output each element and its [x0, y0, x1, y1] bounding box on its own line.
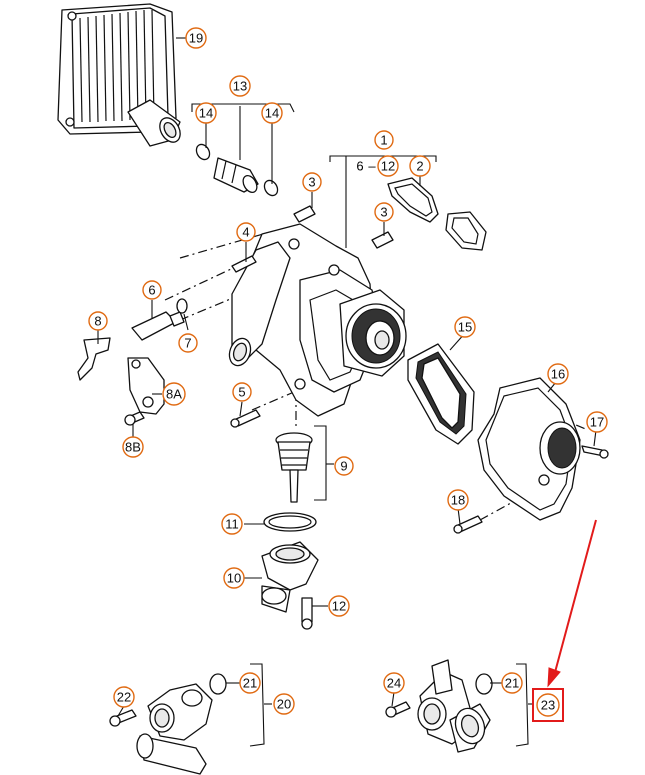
svg-text:19: 19: [189, 31, 203, 46]
temperature-sender: [131, 298, 188, 341]
svg-text:1: 1: [380, 133, 387, 148]
svg-text:20: 20: [277, 697, 291, 712]
svg-text:8A: 8A: [166, 387, 182, 402]
callout-7[interactable]: 7: [178, 333, 198, 353]
callout-14b[interactable]: 14: [261, 102, 283, 124]
coolant-connector-tube: [195, 143, 279, 197]
bolts: [124, 255, 609, 630]
toothed-belt: [407, 343, 475, 445]
highlight-box-23: [532, 688, 564, 722]
callout-3b[interactable]: 3: [374, 202, 394, 222]
callout-15[interactable]: 15: [454, 316, 476, 338]
svg-text:4: 4: [242, 225, 249, 240]
svg-text:14: 14: [265, 106, 279, 121]
callout-21b[interactable]: 21: [501, 672, 523, 694]
callout-20[interactable]: 20: [273, 693, 295, 715]
callout-8b[interactable]: 8B: [122, 436, 144, 458]
gasket-set: [387, 177, 487, 251]
callout-16[interactable]: 16: [547, 363, 569, 385]
callout-11[interactable]: 11: [221, 513, 243, 535]
svg-text:7: 7: [184, 336, 191, 351]
svg-text:12: 12: [332, 599, 346, 614]
svg-text:22: 22: [117, 690, 131, 705]
callout-3a[interactable]: 3: [302, 172, 322, 192]
callout-4[interactable]: 4: [236, 222, 256, 242]
callout-19[interactable]: 19: [185, 27, 207, 49]
studs: [293, 205, 394, 249]
svg-text:11: 11: [225, 517, 239, 532]
callout-12-range[interactable]: 12: [377, 155, 399, 177]
timing-belt-cover: [477, 377, 581, 521]
callout-17[interactable]: 17: [586, 411, 608, 433]
retaining-clip: [77, 337, 111, 381]
sender-bracket: [127, 357, 165, 415]
highlight-annotation: [532, 519, 597, 722]
callout-6[interactable]: 6: [142, 280, 162, 300]
callout-2[interactable]: 2: [409, 155, 431, 177]
svg-text:15: 15: [458, 320, 472, 335]
callout-10[interactable]: 10: [223, 567, 245, 589]
svg-text:3: 3: [380, 205, 387, 220]
group-brackets: [191, 103, 534, 747]
svg-text:16: 16: [551, 367, 565, 382]
callout-range-6-12: 6 –: [356, 159, 376, 174]
callout-24[interactable]: 24: [383, 672, 405, 694]
callout-22[interactable]: 22: [113, 686, 135, 708]
coolant-flange-right: [385, 659, 493, 753]
leader-lines: [97, 37, 597, 717]
arrow-head: [547, 667, 561, 688]
svg-text:8: 8: [94, 314, 101, 329]
callout-12[interactable]: 12: [328, 595, 350, 617]
svg-text:21: 21: [243, 676, 257, 691]
thermostat: [275, 432, 313, 503]
highlight-arrow: [553, 519, 597, 677]
svg-text:17: 17: [590, 415, 604, 430]
pump-pulley: [339, 289, 407, 377]
svg-text:24: 24: [387, 676, 401, 691]
svg-text:9: 9: [340, 459, 347, 474]
callout-1[interactable]: 1: [374, 130, 394, 150]
svg-text:23: 23: [541, 698, 555, 713]
svg-text:8B: 8B: [125, 440, 141, 455]
thermostat-cover: [261, 541, 319, 613]
svg-text:5: 5: [238, 385, 245, 400]
callout-9[interactable]: 9: [334, 456, 354, 476]
svg-text:21: 21: [505, 676, 519, 691]
callout-18[interactable]: 18: [447, 489, 469, 511]
o-ring-inner: [268, 515, 312, 529]
callout-8[interactable]: 8: [88, 311, 108, 331]
callout-23[interactable]: 23: [536, 693, 560, 717]
svg-text:13: 13: [233, 79, 247, 94]
svg-text:–: –: [368, 159, 376, 174]
coolant-flange-left: [109, 673, 227, 775]
svg-text:3: 3: [308, 175, 315, 190]
svg-text:10: 10: [227, 571, 241, 586]
svg-text:6: 6: [148, 283, 155, 298]
svg-text:18: 18: [451, 493, 465, 508]
callout-21a[interactable]: 21: [239, 672, 261, 694]
callout-14a[interactable]: 14: [195, 102, 217, 124]
svg-text:2: 2: [416, 159, 423, 174]
callout-5[interactable]: 5: [232, 382, 252, 402]
callout-8a[interactable]: 8A: [162, 382, 186, 406]
svg-text:6: 6: [356, 159, 363, 174]
svg-text:12: 12: [381, 159, 395, 174]
oil-cooler: [57, 3, 181, 147]
svg-text:14: 14: [199, 106, 213, 121]
callout-13[interactable]: 13: [229, 75, 251, 97]
